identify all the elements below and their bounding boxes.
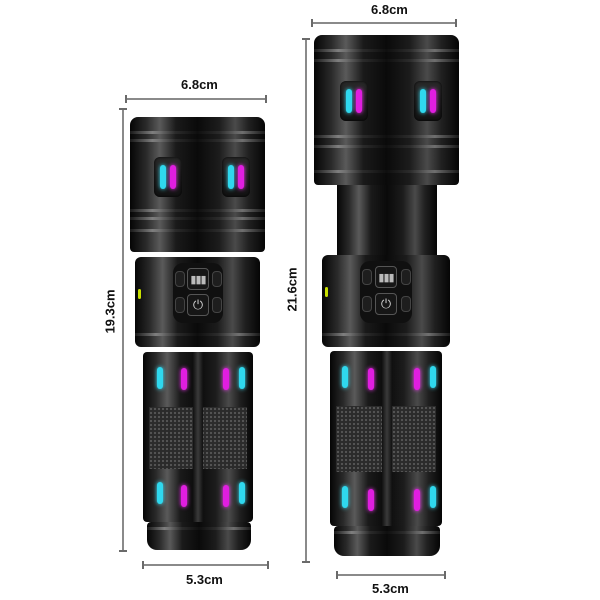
left-head-width-dimension-line	[125, 95, 267, 103]
left-flashlight-body	[143, 352, 253, 522]
power-button[interactable]: ⏻	[375, 293, 397, 315]
battery-level-icon: ▮▮▮	[190, 273, 206, 286]
right-tail-width-dimension-line	[336, 571, 446, 579]
right-flashlight-body	[330, 351, 442, 526]
cyan-led-bar	[157, 482, 163, 504]
cyan-led-bar	[420, 89, 426, 113]
left-head-width-label: 6.8cm	[181, 77, 218, 92]
cyan-led-bar	[430, 366, 436, 388]
left-tail-cap	[147, 522, 251, 550]
right-tail-width-label: 5.3cm	[372, 581, 409, 596]
magenta-led-bar	[356, 89, 362, 113]
control-panel: ▮▮▮ ⏻	[360, 261, 412, 323]
mode-button-1[interactable]	[175, 271, 185, 287]
control-panel: ▮▮▮ ⏻	[173, 263, 223, 323]
left-flashlight: ▮▮▮ ⏻	[125, 112, 270, 552]
cyan-led-bar	[160, 165, 166, 189]
left-tail-width-dimension-line	[142, 561, 269, 569]
cyan-led-bar	[342, 486, 348, 508]
right-length-label: 21.6cm	[284, 267, 300, 312]
cyan-led-bar	[346, 89, 352, 113]
left-head-led-window-2	[222, 157, 250, 197]
left-length-label: 19.3cm	[102, 289, 118, 334]
left-length-dimension-line	[119, 108, 127, 552]
power-button[interactable]: ⏻	[187, 294, 209, 316]
mode-button-4[interactable]	[401, 296, 411, 312]
magenta-led-bar	[170, 165, 176, 189]
battery-level-button[interactable]: ▮▮▮	[375, 266, 397, 288]
magenta-led-bar	[223, 485, 229, 507]
magenta-led-bar	[414, 368, 420, 390]
indicator-light	[138, 289, 141, 299]
right-tail-cap	[334, 526, 440, 556]
magenta-led-bar	[223, 368, 229, 390]
power-icon: ⏻	[192, 297, 204, 312]
magenta-led-bar	[414, 489, 420, 511]
power-icon: ⏻	[380, 296, 392, 311]
cyan-led-bar	[228, 165, 234, 189]
magenta-led-bar	[430, 89, 436, 113]
right-flashlight-head	[314, 35, 459, 185]
left-head-led-window-1	[154, 157, 182, 197]
magenta-led-bar	[238, 165, 244, 189]
left-control-collar: ▮▮▮ ⏻	[135, 257, 260, 347]
mode-button-4[interactable]	[212, 297, 222, 313]
cyan-led-bar	[239, 482, 245, 504]
right-head-width-dimension-line	[311, 19, 457, 27]
right-head-led-window-2	[414, 81, 442, 121]
center-rib	[382, 351, 392, 526]
right-control-collar: ▮▮▮ ⏻	[322, 255, 450, 347]
left-tail-width-label: 5.3cm	[186, 572, 223, 587]
left-flashlight-head	[130, 117, 265, 252]
mode-button-3[interactable]	[362, 296, 372, 312]
right-head-led-window-1	[340, 81, 368, 121]
cyan-led-bar	[430, 486, 436, 508]
magenta-led-bar	[368, 368, 374, 390]
battery-level-icon: ▮▮▮	[378, 271, 394, 284]
cyan-led-bar	[342, 366, 348, 388]
magenta-led-bar	[181, 368, 187, 390]
right-length-dimension-line	[302, 38, 310, 563]
magenta-led-bar	[368, 489, 374, 511]
right-flashlight: ▮▮▮ ⏻	[312, 33, 462, 563]
magenta-led-bar	[181, 485, 187, 507]
cyan-led-bar	[157, 367, 163, 389]
right-zoom-neck	[337, 185, 437, 255]
right-head-width-label: 6.8cm	[371, 2, 408, 17]
mode-button-3[interactable]	[175, 297, 185, 313]
indicator-light	[325, 287, 328, 297]
mode-button-2[interactable]	[212, 271, 222, 287]
mode-button-1[interactable]	[362, 269, 372, 285]
center-rib	[193, 352, 203, 522]
mode-button-2[interactable]	[401, 269, 411, 285]
battery-level-button[interactable]: ▮▮▮	[187, 268, 209, 290]
cyan-led-bar	[239, 367, 245, 389]
